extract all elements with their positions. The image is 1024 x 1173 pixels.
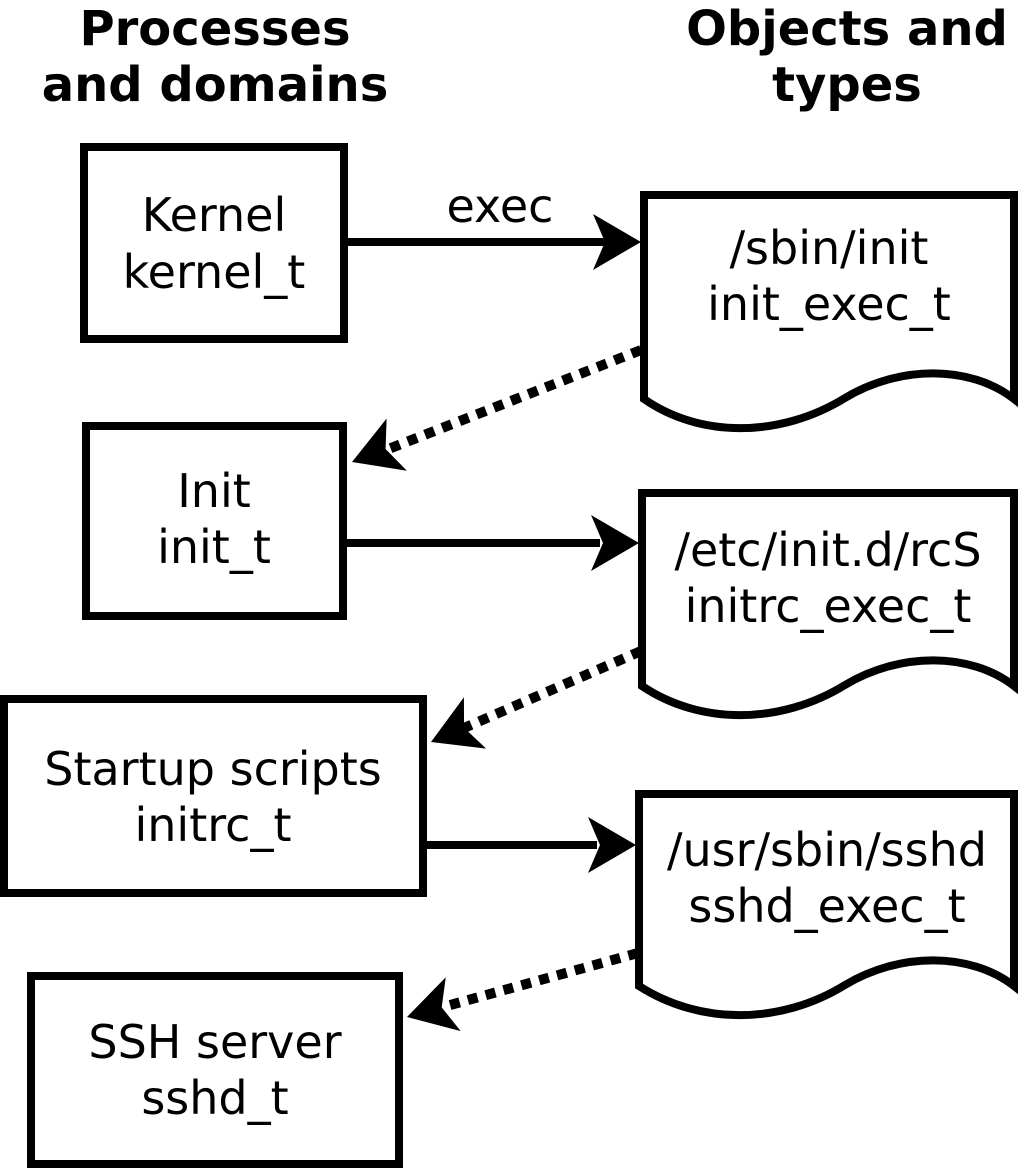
transition-arrow-head [407, 977, 461, 1032]
column-header-objects-line1: Objects and [686, 1, 1008, 57]
column-header-processes: Processes and domains [42, 1, 389, 113]
exec-arrow-head [591, 515, 639, 571]
exec-arrow-initrc-to-sshd [425, 817, 636, 873]
exec-arrow-head [588, 817, 636, 873]
process-name-label: Startup scripts [44, 742, 382, 796]
object-node-etc-initd-rcS: /etc/init.d/rcS initrc_exec_t [638, 489, 1018, 720]
process-name-label: SSH server [88, 1015, 341, 1069]
process-node-kernel: Kernel kernel_t [80, 143, 348, 343]
exec-arrow-kernel-to-sbin-init: exec [346, 179, 641, 270]
exec-arrow-init-to-rcS [345, 515, 639, 571]
column-header-processes-line2: and domains [42, 57, 389, 113]
transition-arrow-head [431, 697, 487, 749]
process-node-ssh-server: SSH server sshd_t [27, 972, 403, 1168]
transition-arrow-sshd-exec-to-sshd [407, 948, 640, 1032]
process-name-label: Kernel [142, 188, 287, 242]
transition-arrow-init-exec-to-init [352, 345, 643, 471]
process-box [0, 695, 427, 897]
process-domain-label: kernel_t [123, 245, 306, 299]
document-shape [638, 489, 1018, 720]
column-header-objects: Objects and types [686, 1, 1008, 113]
document-shape [640, 191, 1018, 433]
object-type-label: init_exec_t [707, 277, 951, 331]
process-box [27, 972, 403, 1168]
object-path-label: /sbin/init [730, 221, 929, 275]
column-header-objects-line2: types [772, 57, 922, 113]
object-path-label: /usr/sbin/sshd [667, 823, 987, 877]
object-type-label: sshd_exec_t [688, 879, 965, 933]
process-box [82, 422, 347, 620]
transition-arrow-head [352, 418, 407, 471]
process-node-startup-scripts: Startup scripts initrc_t [0, 695, 427, 897]
object-type-label: initrc_exec_t [685, 579, 972, 633]
process-name-label: Init [177, 464, 251, 518]
exec-arrow-label: exec [447, 179, 554, 233]
process-node-init: Init init_t [82, 422, 347, 620]
transition-arrow-line [384, 345, 643, 455]
process-domain-label: initrc_t [135, 798, 292, 852]
process-domain-label: sshd_t [141, 1071, 288, 1125]
transition-arrow-initrc-exec-to-initrc [431, 646, 643, 749]
column-header-processes-line1: Processes [79, 1, 350, 57]
transition-arrow-line [441, 948, 640, 1012]
object-node-sbin-init: /sbin/init init_exec_t [640, 191, 1018, 433]
document-shape [635, 790, 1018, 1020]
object-path-label: /etc/init.d/rcS [674, 523, 981, 577]
process-box [80, 143, 348, 343]
transition-arrow-line [462, 646, 643, 733]
object-node-usr-sbin-sshd: /usr/sbin/sshd sshd_exec_t [635, 790, 1018, 1020]
exec-arrow-head [593, 214, 641, 270]
process-domain-label: init_t [157, 520, 271, 574]
